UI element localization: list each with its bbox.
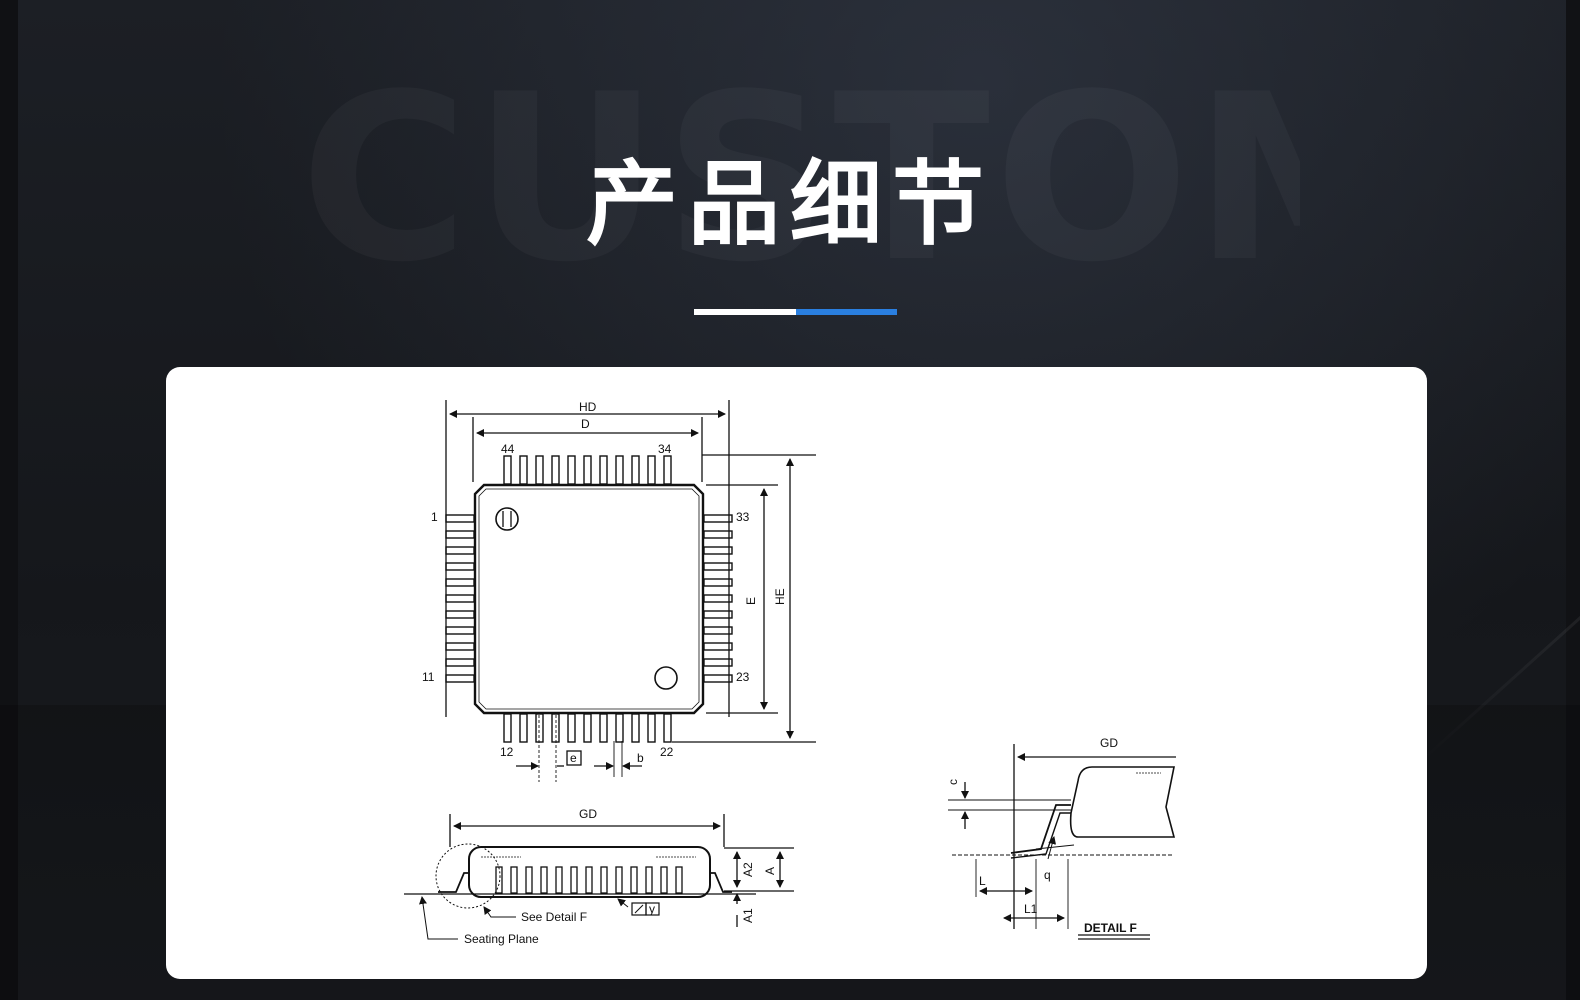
- see-detail-label: See Detail F: [521, 910, 587, 924]
- flatness-y-label: y: [649, 902, 655, 916]
- dim-a1-label: A1: [741, 908, 755, 923]
- dim-q-label: q: [1044, 868, 1051, 882]
- detail-f-caption: DETAIL F: [1084, 921, 1137, 935]
- underline-blue-segment: [796, 309, 897, 315]
- pin-12-label: 12: [500, 745, 514, 759]
- dim-hd-label: HD: [579, 400, 597, 414]
- dim-a2-label: A2: [741, 862, 755, 877]
- dim-c-label: c: [946, 779, 960, 785]
- dim-he-label: HE: [773, 588, 787, 605]
- dim-b-label: b: [637, 751, 644, 765]
- side-view-leads: [495, 866, 683, 894]
- pin-33-label: 33: [736, 510, 750, 524]
- dim-e-label: E: [744, 597, 758, 605]
- pin-1-label: 1: [431, 510, 438, 524]
- title-underline: [694, 309, 897, 315]
- detail-f-view: [948, 744, 1176, 940]
- package-dimension-drawing: HD D 44 34 1 11 33 23 12 22 e b E HE: [404, 400, 1176, 946]
- pin-23-label: 23: [736, 670, 750, 684]
- dim-d-label: D: [581, 417, 590, 431]
- page-title: 产品细节: [585, 151, 994, 258]
- bottom-pins: [503, 713, 672, 743]
- side-dim-gd-label: GD: [579, 807, 597, 821]
- top-view: [445, 400, 816, 782]
- detail-dim-gd-label: GD: [1100, 736, 1118, 750]
- left-edge: [0, 0, 18, 1000]
- product-detail-card: HD D 44 34 1 11 33 23 12 22 e b E HE: [166, 367, 1427, 979]
- dim-a-label: A: [763, 867, 777, 875]
- right-pins: [703, 514, 733, 683]
- dim-l-label: L: [979, 874, 986, 888]
- pin-22-label: 22: [660, 745, 674, 759]
- dim-e-pitch-label: e: [570, 751, 577, 765]
- underline-white-segment: [694, 309, 796, 315]
- pin-34-label: 34: [658, 442, 672, 456]
- pin-11-label: 11: [422, 670, 435, 684]
- seating-plane-label: Seating Plane: [464, 932, 539, 946]
- side-view: [404, 814, 794, 940]
- dim-l1-label: L1: [1024, 902, 1038, 916]
- top-pins: [503, 455, 672, 485]
- pin-44-label: 44: [501, 442, 515, 456]
- right-edge: [1566, 0, 1580, 1000]
- left-pins: [445, 514, 475, 683]
